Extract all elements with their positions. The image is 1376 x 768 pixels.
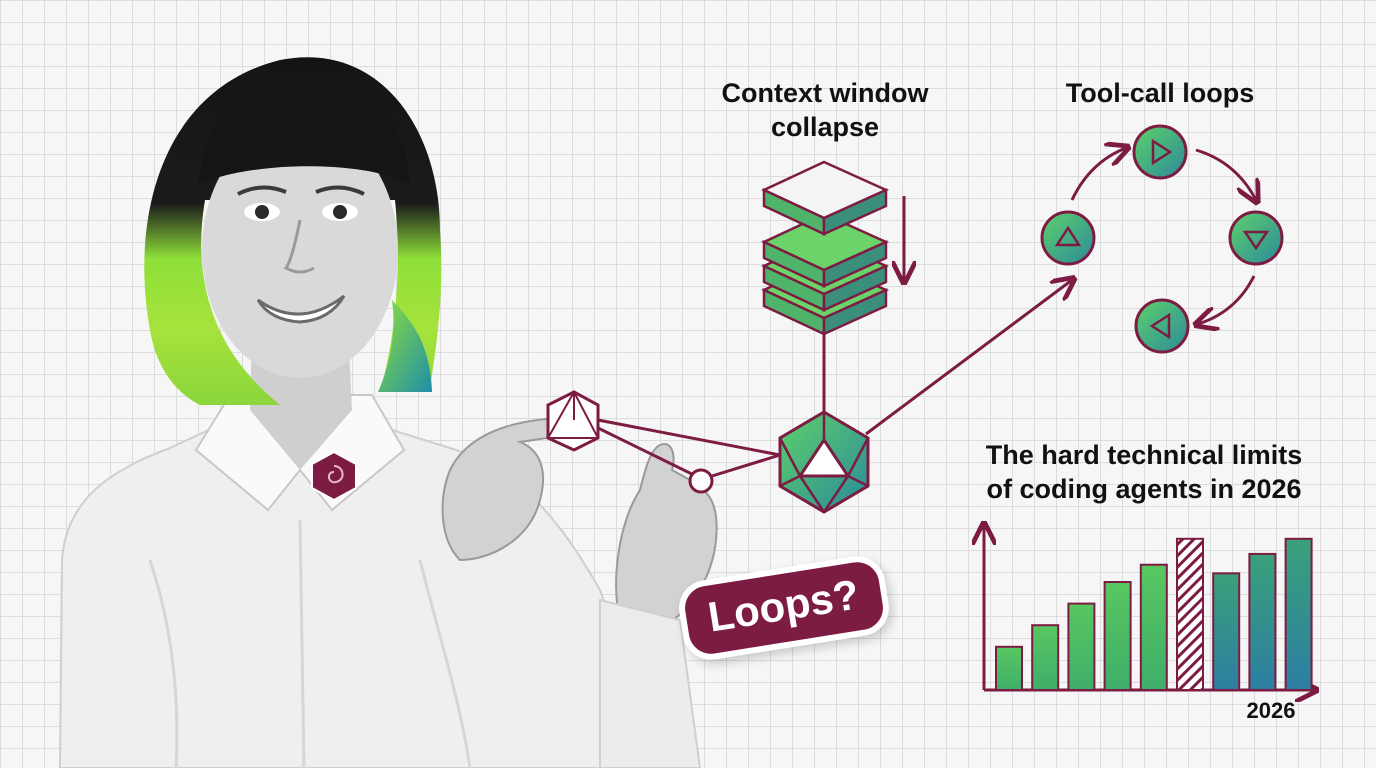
hair-teal-tip <box>378 300 432 392</box>
bar-9 <box>1284 537 1313 691</box>
context-window-heading: Context window collapse <box>721 78 929 142</box>
face <box>202 122 398 378</box>
left-hand <box>441 416 573 562</box>
bars-group <box>995 537 1313 692</box>
x-tick-label-2026: 2026 <box>1246 698 1296 723</box>
bar-3 <box>1067 602 1096 691</box>
bangs <box>198 70 410 185</box>
connection-lines <box>597 280 1072 480</box>
bar-6 <box>1176 537 1204 691</box>
bar-5 <box>1139 563 1168 691</box>
rose-pin-icon <box>311 450 357 502</box>
bar-chart <box>984 526 1314 690</box>
loop-node-top-icon <box>1132 124 1188 180</box>
node-circle-icon <box>688 468 714 494</box>
icosahedron-icon <box>778 410 870 514</box>
context-stack-icon <box>761 160 890 336</box>
smile <box>256 294 346 324</box>
person-illustration <box>58 57 718 768</box>
bar-1 <box>995 645 1023 691</box>
loop-node-left-icon <box>1040 210 1096 266</box>
bar-2 <box>1031 624 1060 692</box>
loop-arrows <box>1070 148 1256 324</box>
bar-7 <box>1212 572 1241 691</box>
small-polyhedron-icon <box>546 389 600 452</box>
tool-call-loops-heading: Tool-call loops <box>1065 78 1255 108</box>
shirt-folds <box>148 519 472 768</box>
right-hand <box>615 443 718 632</box>
right-sleeve <box>599 598 702 768</box>
loop-node-bottom-icon <box>1134 298 1190 354</box>
loop-node-right-icon <box>1228 210 1284 266</box>
bar-4 <box>1103 581 1132 691</box>
limits-heading: The hard technical limits of coding agen… <box>985 440 1303 504</box>
bar-8 <box>1248 552 1277 691</box>
